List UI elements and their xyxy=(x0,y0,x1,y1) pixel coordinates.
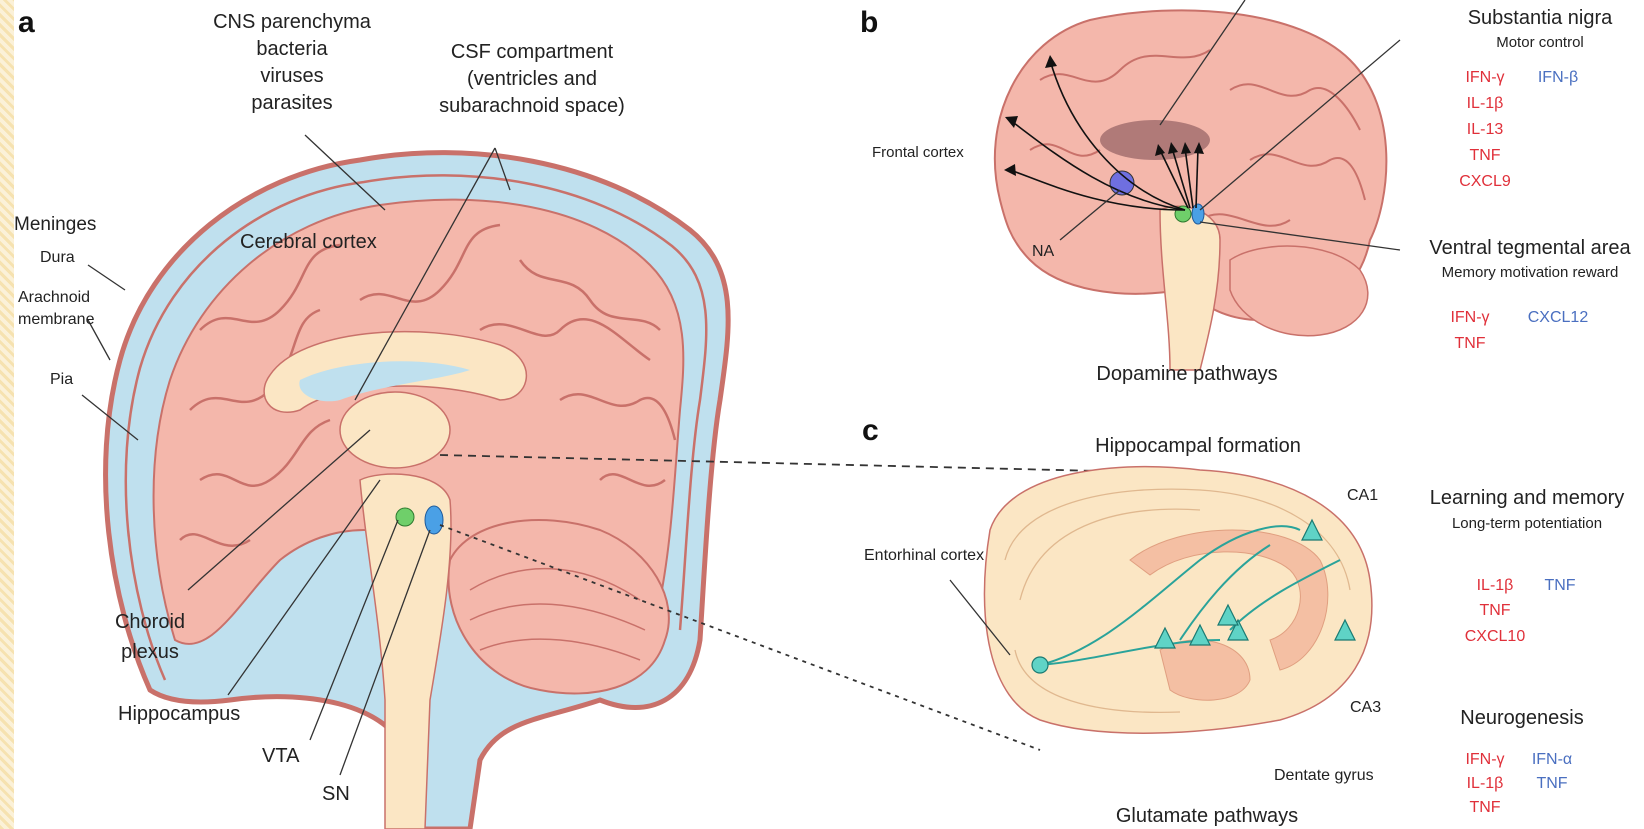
glutamate-caption: Glutamate pathways xyxy=(1116,805,1298,827)
dopamine-caption: Dopamine pathways xyxy=(1096,363,1277,385)
pia-label: Pia xyxy=(50,371,73,388)
sn-ifn-beta: IFN-β xyxy=(1538,69,1578,86)
viruses-label: viruses xyxy=(260,65,323,87)
csf-ventricles-label: (ventricles and xyxy=(467,68,597,90)
choroid-label: Choroid xyxy=(115,611,185,633)
vta-tnf: TNF xyxy=(1454,335,1485,352)
ng-tnf: TNF xyxy=(1469,799,1500,816)
ca3-label: CA3 xyxy=(1350,699,1381,716)
sn-dot xyxy=(425,506,443,534)
panel-b: b Frontal cortex NA Substantia nigra Mot… xyxy=(860,0,1631,385)
ng-tnf-blue: TNF xyxy=(1536,775,1567,792)
dentate-gyrus-label: Dentate gyrus xyxy=(1274,767,1374,784)
substantia-nigra-title: Substantia nigra xyxy=(1468,7,1613,29)
sn-tnf: TNF xyxy=(1469,147,1500,164)
hippocampus-label: Hippocampus xyxy=(118,703,240,725)
na-label: NA xyxy=(1032,243,1055,260)
lm-cxcl10: CXCL10 xyxy=(1465,628,1526,645)
sn-il-1b: IL-1β xyxy=(1467,95,1504,112)
vta-ifn-gamma: IFN-γ xyxy=(1450,309,1489,326)
ng-ifn-alpha: IFN-α xyxy=(1532,751,1572,768)
vta-dot xyxy=(396,508,414,526)
arachnoid-label: Arachnoid xyxy=(18,289,90,306)
meninges-label: Meninges xyxy=(14,214,96,235)
sn-ifn-gamma: IFN-γ xyxy=(1465,69,1504,86)
panel-c: c Hippocampal formation Entorhinal corte… xyxy=(862,414,1624,827)
lm-tnf: TNF xyxy=(1479,602,1510,619)
cns-parenchyma-label: CNS parenchyma xyxy=(213,11,372,33)
parasites-label: parasites xyxy=(251,92,332,114)
lm-il-1b: IL-1β xyxy=(1477,577,1514,594)
learning-memory-subtitle: Long-term potentiation xyxy=(1452,515,1602,532)
brainstem-b xyxy=(1160,206,1220,370)
lm-tnf-blue: TNF xyxy=(1544,577,1575,594)
csf-subarachnoid-label: subarachnoid space) xyxy=(439,95,625,117)
arachnoid-membrane-label: membrane xyxy=(18,311,95,328)
sn-il-13: IL-13 xyxy=(1467,121,1504,138)
cerebellum-b xyxy=(1230,246,1368,336)
substantia-nigra-subtitle: Motor control xyxy=(1496,34,1584,51)
plexus-label: plexus xyxy=(121,641,179,663)
frontal-cortex-label: Frontal cortex xyxy=(872,144,964,161)
panel-a: a CNS parenchyma bacteria viruses parasi… xyxy=(14,6,1140,829)
vta-label: VTA xyxy=(262,745,300,767)
dura-label: Dura xyxy=(40,249,75,266)
cerebral-cortex-label: Cerebral cortex xyxy=(240,231,377,253)
bacteria-label: bacteria xyxy=(256,38,328,60)
vta-title: Ventral tegmental area xyxy=(1429,237,1631,259)
panel-c-letter: c xyxy=(862,414,879,447)
neurogenesis-title: Neurogenesis xyxy=(1460,707,1583,729)
entorhinal-cortex-label: Entorhinal cortex xyxy=(864,547,984,564)
ca1-label: CA1 xyxy=(1347,487,1378,504)
thalamus xyxy=(340,392,450,468)
vta-cxcl12: CXCL12 xyxy=(1528,309,1589,326)
hippocampal-formation-title: Hippocampal formation xyxy=(1095,435,1301,457)
sn-cxcl9: CXCL9 xyxy=(1459,173,1511,190)
sn-label: SN xyxy=(322,783,350,805)
panel-b-letter: b xyxy=(860,6,878,39)
ng-ifn-gamma: IFN-γ xyxy=(1465,751,1504,768)
csf-compartment-label: CSF compartment xyxy=(451,41,614,63)
sn-b-dot xyxy=(1192,204,1204,224)
ng-il-1b: IL-1β xyxy=(1467,775,1504,792)
striatum xyxy=(1100,120,1210,160)
learning-memory-title: Learning and memory xyxy=(1430,487,1625,509)
panel-a-letter: a xyxy=(18,6,35,39)
vta-subtitle: Memory motivation reward xyxy=(1442,264,1619,281)
